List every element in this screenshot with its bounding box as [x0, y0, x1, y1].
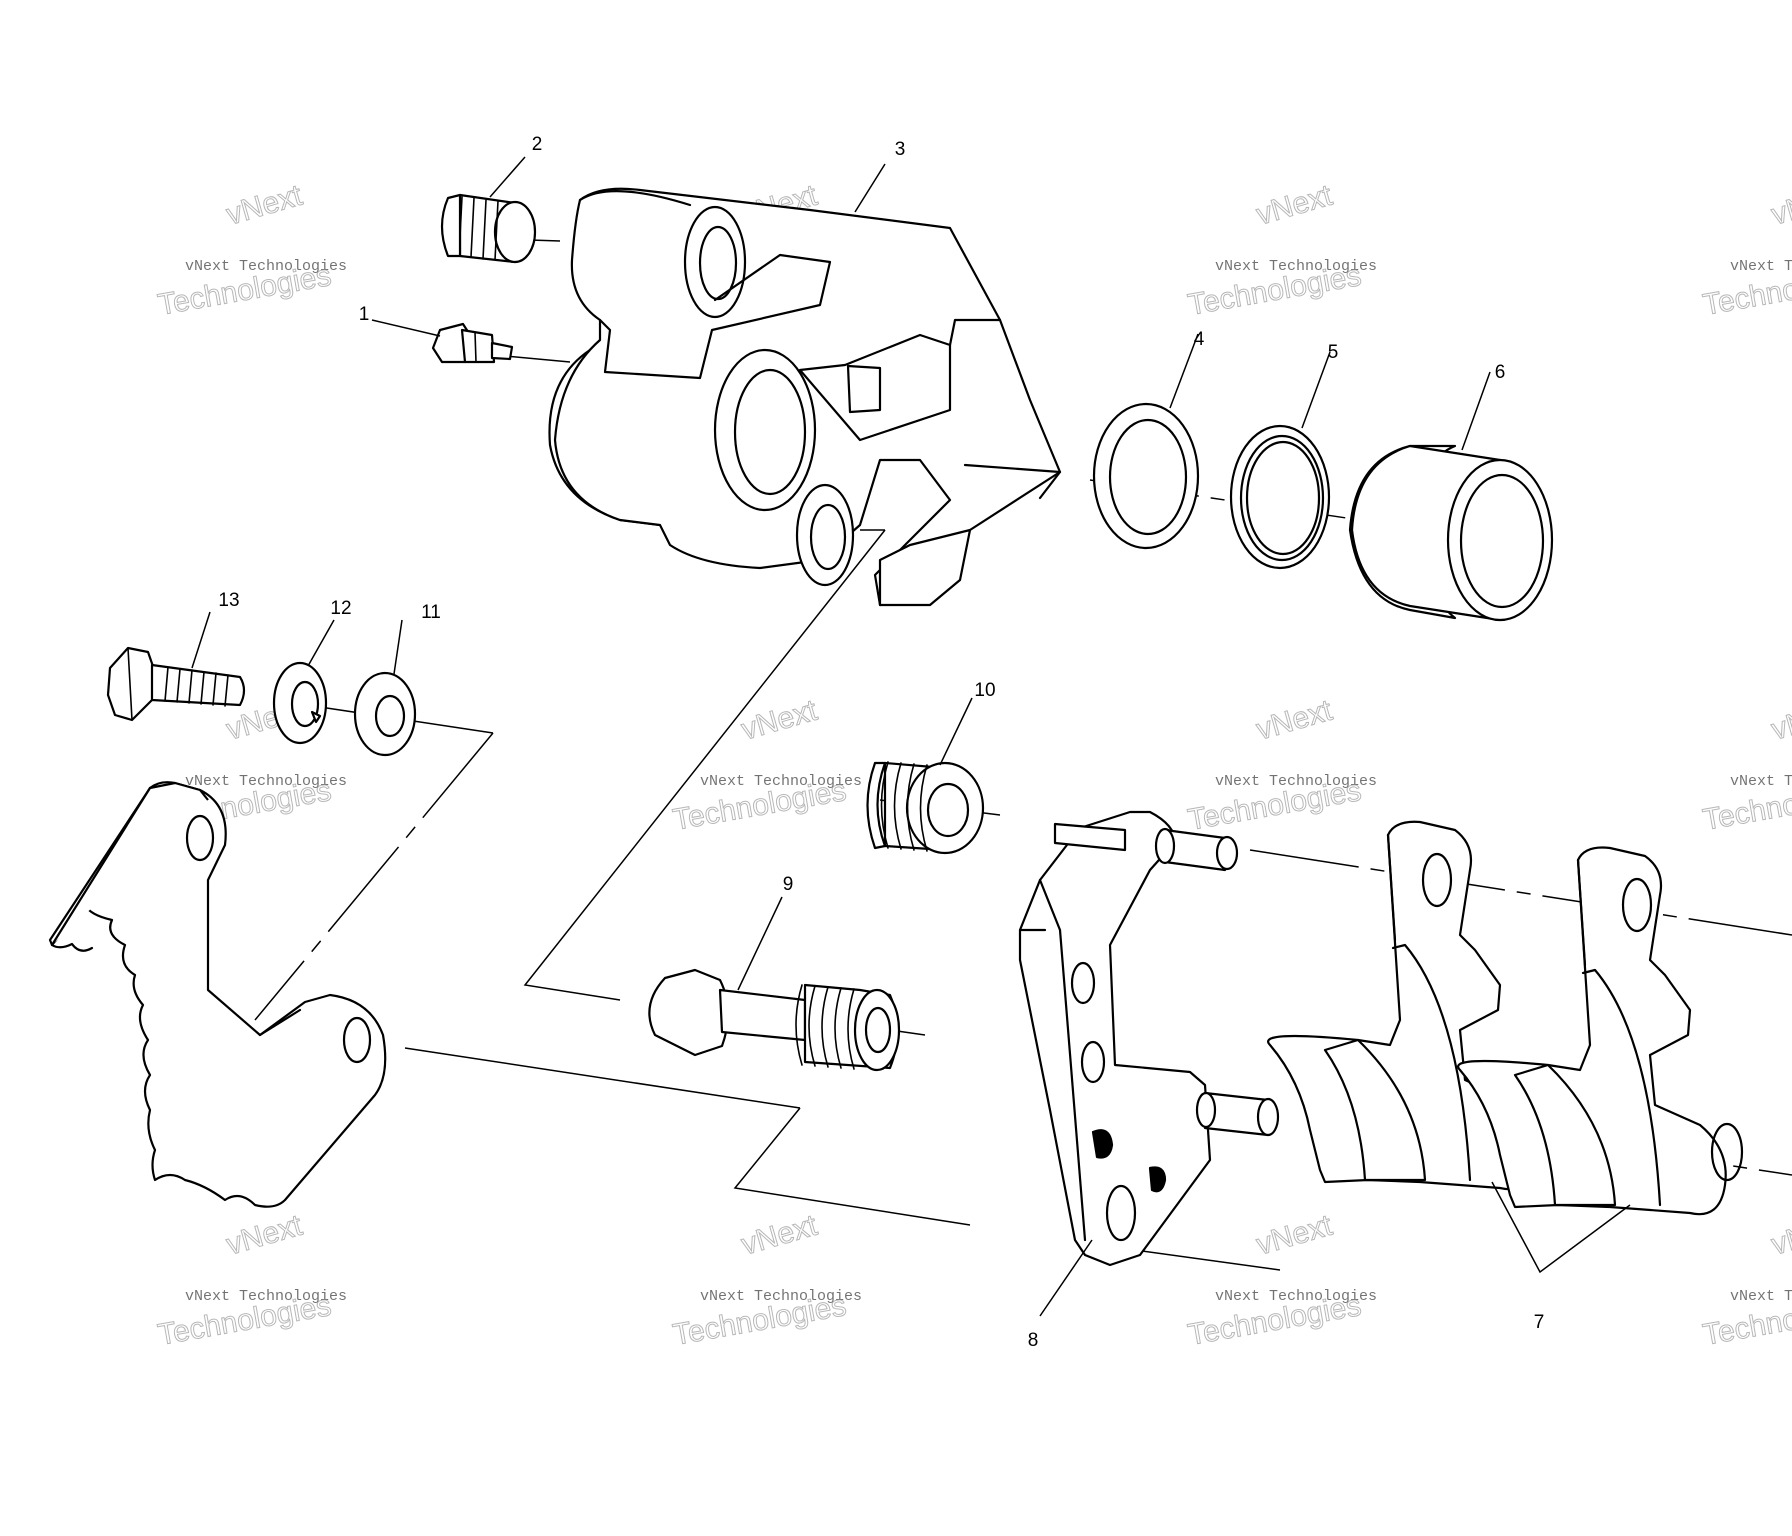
callout-5: 5 — [1328, 342, 1339, 363]
watermark-line2: vNext Technologies — [185, 1288, 347, 1305]
watermark-line2: vNext Technologies — [1730, 258, 1792, 275]
callout-12: 12 — [330, 598, 351, 619]
watermark-line1: vNext — [223, 179, 306, 232]
watermark: vNext vNext Technologies Technologies — [155, 178, 347, 322]
watermark-line2: vNext Technologies — [1730, 1288, 1792, 1305]
part-10-sleeve — [866, 761, 985, 855]
watermark-line1: vNext — [1768, 179, 1792, 232]
leader-lines — [191, 156, 1631, 1317]
part-8-pad-bracket — [1018, 810, 1280, 1267]
callout-3: 3 — [895, 139, 906, 160]
watermark-line1: vNext — [1253, 694, 1336, 747]
part-9-guide-pin — [648, 968, 901, 1072]
watermark-line2: vNext Technologies — [1730, 773, 1792, 790]
watermark-line1: vNext — [738, 1209, 821, 1262]
part-12-lock-washer — [272, 661, 328, 745]
callout-1: 1 — [359, 304, 370, 325]
watermark: vNext vNext Technologies Technologies — [1185, 178, 1377, 322]
part-5-dust-seal — [1229, 424, 1331, 570]
callout-6: 6 — [1495, 362, 1506, 383]
watermark-line1: vNext — [1253, 1209, 1336, 1262]
watermark: vNext vNext Technologies Technologies — [1185, 1208, 1377, 1352]
mounting-bracket — [48, 781, 387, 1208]
watermark-line2: vNext Technologies — [700, 773, 862, 790]
callout-11: 11 — [421, 602, 441, 623]
watermark-line2: vNext Technologies — [185, 773, 347, 790]
part-13-bolt — [106, 646, 246, 722]
watermark: vNext vNext Technologies Technologies — [670, 1208, 862, 1352]
watermark-line2: vNext Technologies — [700, 1288, 862, 1305]
callout-10: 10 — [974, 680, 995, 701]
watermark-line2: vNext Technologies — [185, 258, 347, 275]
watermark-line1: vNext — [1768, 694, 1792, 747]
part-2-bleeder-plug — [440, 193, 537, 264]
watermark-line2: vNext Technologies — [1215, 1288, 1377, 1305]
part-11-flat-washer — [353, 671, 417, 757]
watermark-line1: vNext — [1768, 1209, 1792, 1262]
watermark-line2: vNext Technologies — [1215, 258, 1377, 275]
callout-4: 4 — [1194, 329, 1205, 350]
part-1-bleeder-screw — [431, 322, 514, 364]
part-7-brake-pad-outer — [1457, 846, 1744, 1216]
part-4-seal-ring — [1092, 402, 1200, 550]
watermark: vNext vNext Technologies Technologies — [1185, 693, 1377, 837]
callout-labels: 1 2 3 4 5 6 7 8 9 10 11 12 13 — [218, 134, 1544, 1351]
callout-9: 9 — [783, 874, 794, 895]
watermark-line1: vNext — [1253, 179, 1336, 232]
watermark: vNext vNext Technologies Technologies — [1700, 693, 1792, 837]
watermark: vNext vNext Technologies Technologies — [1700, 178, 1792, 322]
watermark-line2: vNext Technologies — [1215, 773, 1377, 790]
part-6-piston — [1348, 444, 1554, 622]
callout-2: 2 — [532, 134, 543, 155]
watermark-line1: vNext — [223, 1209, 306, 1262]
watermark: vNext vNext Technologies Technologies — [155, 1208, 347, 1352]
callout-13: 13 — [218, 590, 239, 611]
callout-8: 8 — [1028, 1330, 1039, 1351]
watermark-line1: vNext — [738, 694, 821, 747]
callout-7: 7 — [1534, 1312, 1545, 1333]
part-3-caliper-body — [548, 187, 1062, 607]
watermark: vNext vNext Technologies Technologies — [1700, 1208, 1792, 1352]
